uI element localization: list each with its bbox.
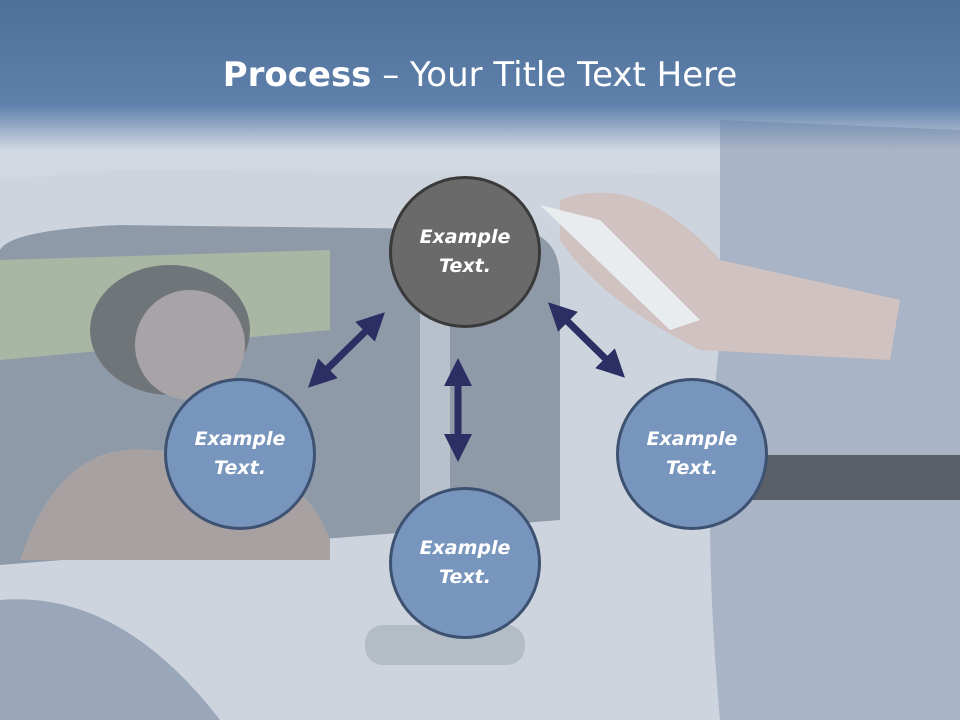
process-node-top-label: Example Text. [419,226,511,277]
arrow-top-left [308,312,385,388]
process-node-bottom[interactable]: Example Text. [389,487,541,639]
arrow-top-right [548,302,625,378]
title-rest: – Your Title Text Here [371,55,738,95]
process-node-right-label: Example Text. [646,428,738,479]
header-band [0,0,960,150]
title-bold: Process [222,55,372,95]
process-node-left[interactable]: Example Text. [164,378,316,530]
process-node-top[interactable]: Example Text. [389,176,541,328]
process-node-bottom-label: Example Text. [419,537,511,588]
process-node-left-label: Example Text. [194,428,286,479]
slide-title: Process – Your Title Text Here [0,52,960,98]
process-node-right[interactable]: Example Text. [616,378,768,530]
